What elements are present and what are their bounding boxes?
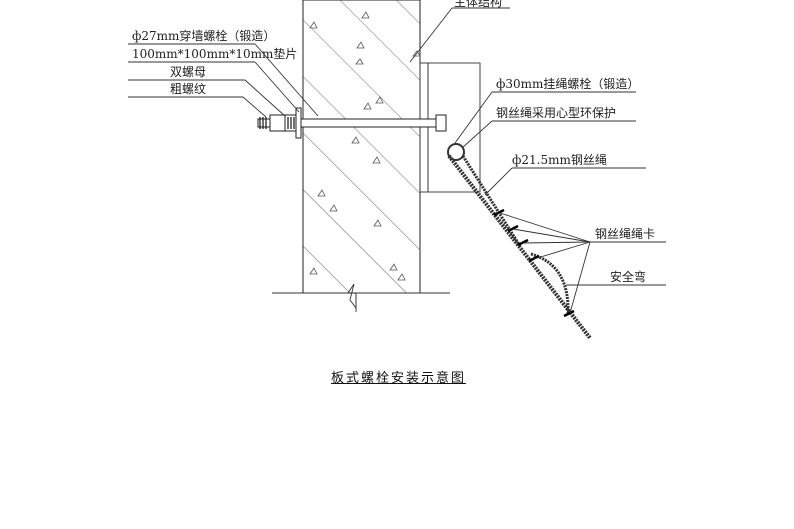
- label-main-structure: 主体结构: [454, 0, 502, 9]
- label-washer: 100mm*100mm*10mm垫片: [132, 46, 297, 61]
- label-thimble: 钢丝绳采用心型环保护: [496, 106, 616, 120]
- label-double-nut: 双螺母: [170, 65, 206, 79]
- label-wire-rope: ф21.5mm钢丝绳: [512, 153, 607, 167]
- wire-rope: [447, 143, 592, 340]
- floor-slab-line: [272, 283, 450, 312]
- label-coarse-thread: 粗螺纹: [170, 82, 206, 96]
- through-wall-bolt: [257, 107, 447, 139]
- label-rope-clamp: 钢丝绳绳卡: [595, 227, 655, 241]
- leader-lines: [128, 7, 666, 314]
- rope-clamps: [493, 208, 575, 318]
- label-hanging-bolt: ф30mm挂绳螺栓（锻造）: [496, 76, 639, 91]
- label-wall-bolt: ф27mm穿墙螺栓（锻造）: [132, 28, 275, 43]
- diagram-caption: 板式螺栓安装示意图: [331, 371, 467, 386]
- label-safety-bend: 安全弯: [610, 269, 646, 284]
- concrete-wall: [302, 0, 421, 294]
